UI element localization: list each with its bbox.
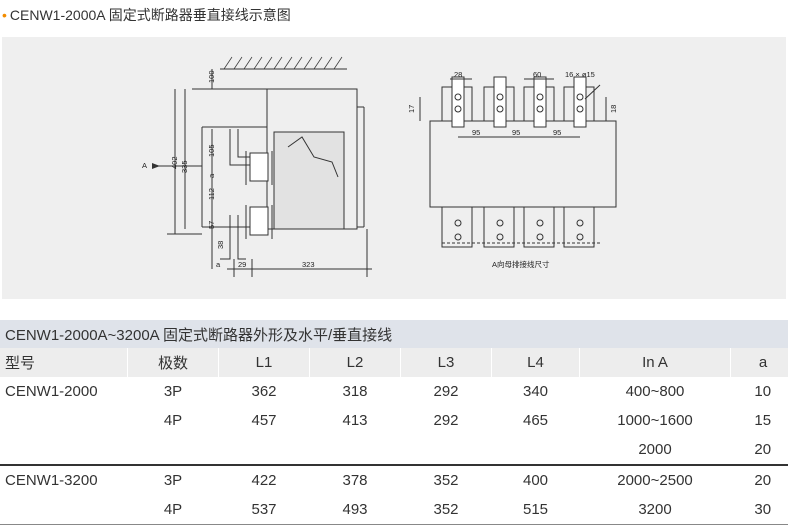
- cell-l3: 352: [400, 495, 492, 525]
- table-row: 4P 457 413 292 465 1000~1600 15: [0, 406, 788, 435]
- side-view: [152, 56, 372, 277]
- svg-text:A向母排接线尺寸: A向母排接线尺寸: [492, 259, 550, 269]
- cell-model: CENW1-3200: [0, 464, 128, 495]
- cell-in: 1000~1600: [617, 412, 693, 429]
- cell-l3: 352: [400, 464, 492, 495]
- busbar-view: [419, 76, 617, 248]
- svg-text:60: 60: [533, 70, 541, 79]
- cell-in: 3200: [579, 495, 731, 525]
- header-l3: L3: [400, 348, 492, 377]
- header-l1: L1: [218, 348, 310, 377]
- svg-text:A: A: [142, 161, 147, 170]
- spec-table: 型号 极数 L1 L2 L3 L4 In A a CENW1-2000 3P 3…: [0, 348, 788, 525]
- svg-text:105: 105: [207, 144, 216, 157]
- cell-l4: 465: [522, 412, 549, 429]
- header-a: a: [730, 348, 788, 377]
- side-view-labels: 100 402 335 105 a 112 57 38 a 29 323 A: [142, 70, 315, 269]
- cell-l3: [401, 435, 492, 465]
- svg-text:95: 95: [553, 128, 561, 137]
- cell-a: 20: [754, 441, 772, 458]
- cell-poles: 4P: [163, 412, 183, 429]
- cell-l4: 340: [522, 383, 549, 400]
- table-caption: CENW1-2000A~3200A 固定式断路器外形及水平/垂直接线: [0, 320, 788, 348]
- cell-a: 30: [730, 495, 788, 525]
- svg-text:17: 17: [407, 105, 416, 113]
- bullet-icon: •: [2, 7, 7, 23]
- cell-l2: 318: [342, 383, 368, 400]
- technical-drawing: 100 402 335 105 a 112 57 38 a 29 323 A: [142, 56, 618, 277]
- svg-text:95: 95: [472, 128, 480, 137]
- cell-in: 400~800: [625, 383, 685, 400]
- cell-model: CENW1-2000: [5, 383, 98, 400]
- table-row: 4P 537 493 352 515 3200 30: [0, 495, 788, 525]
- header-poles: 极数: [127, 348, 219, 377]
- cell-in: 2000: [638, 441, 672, 458]
- svg-text:323: 323: [302, 260, 315, 269]
- cell-l1: 457: [251, 412, 277, 429]
- cell-l2: [310, 435, 401, 465]
- svg-text:112: 112: [207, 188, 216, 200]
- cell-poles: 3P: [163, 383, 183, 400]
- header-in: In A: [579, 348, 731, 377]
- cell-poles: 3P: [127, 464, 219, 495]
- svg-text:57: 57: [207, 221, 216, 229]
- cell-l1: [219, 435, 310, 465]
- cell-a: 10: [754, 383, 772, 400]
- cell-model: [0, 406, 128, 435]
- cell-l4: 400: [491, 464, 580, 495]
- cell-l4: [492, 435, 580, 465]
- header-l2: L2: [309, 348, 401, 377]
- svg-text:402: 402: [170, 156, 179, 169]
- svg-text:a: a: [216, 260, 221, 269]
- cell-l4: 515: [491, 495, 580, 525]
- section-title: • CENW1-2000A 固定式断路器垂直接线示意图: [2, 4, 291, 26]
- cell-l1: 422: [218, 464, 310, 495]
- svg-text:29: 29: [238, 260, 246, 269]
- header-model: 型号: [0, 348, 128, 377]
- cell-a: 15: [754, 412, 772, 429]
- svg-text:28: 28: [454, 70, 462, 79]
- cell-poles: 4P: [127, 495, 219, 525]
- busbar-view-labels: 28 60 16 × ø15 17 18 95 95 95 A向母排接线尺寸: [407, 70, 618, 269]
- svg-text:a: a: [207, 173, 216, 178]
- wiring-drawing: 100 402 335 105 a 112 57 38 a 29 323 A: [2, 37, 786, 299]
- cell-model: [0, 435, 128, 465]
- header-l4: L4: [491, 348, 580, 377]
- svg-text:18: 18: [609, 105, 618, 113]
- svg-text:16 × ø15: 16 × ø15: [565, 70, 595, 79]
- table-row: 2000 20: [0, 435, 788, 465]
- svg-text:38: 38: [216, 241, 225, 249]
- cell-in: 2000~2500: [579, 464, 731, 495]
- cell-l2: 378: [309, 464, 401, 495]
- cell-model: [0, 495, 128, 525]
- section-title-text: CENW1-2000A 固定式断路器垂直接线示意图: [9, 7, 291, 23]
- table-header-row: 型号 极数 L1 L2 L3 L4 In A a: [0, 348, 788, 377]
- cell-l2: 493: [309, 495, 401, 525]
- svg-text:95: 95: [512, 128, 520, 137]
- dimension-table: CENW1-2000A~3200A 固定式断路器外形及水平/垂直接线 型号 极数…: [0, 320, 788, 525]
- svg-text:100: 100: [207, 70, 216, 83]
- cell-l3: 292: [433, 383, 459, 400]
- table-row: CENW1-3200 3P 422 378 352 400 2000~2500 …: [0, 464, 788, 495]
- cell-a: 20: [730, 464, 788, 495]
- cell-poles: [128, 435, 219, 465]
- cell-l3: 292: [433, 412, 459, 429]
- cell-l2: 413: [342, 412, 368, 429]
- cell-l1: 362: [251, 383, 277, 400]
- table-row: CENW1-2000 3P 362 318 292 340 400~800 10: [0, 377, 788, 406]
- svg-text:335: 335: [180, 160, 189, 173]
- cell-l1: 537: [218, 495, 310, 525]
